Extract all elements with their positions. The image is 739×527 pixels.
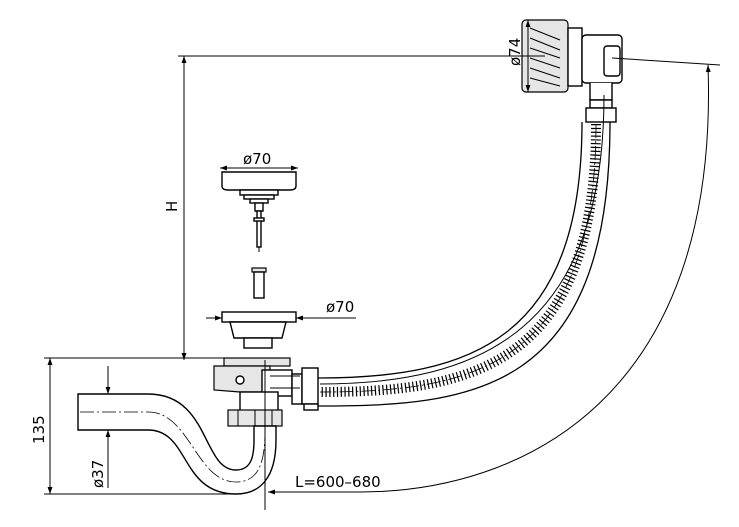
trap-body	[77, 357, 319, 495]
length-label: L=600–680	[295, 473, 381, 491]
plug-diameter-label: ø70	[243, 150, 271, 168]
dimension-height: H	[163, 56, 187, 360]
waste-diameter-label: ø70	[326, 298, 354, 316]
plug-assembly: ø70	[220, 150, 298, 299]
overflow-head	[521, 19, 623, 101]
waste-fitting: ø70	[206, 298, 356, 349]
trap-height-label: 135	[30, 415, 48, 444]
height-label: H	[163, 201, 181, 212]
pipe-diameter-label: ø37	[89, 460, 107, 488]
dimension-trap-height: 135	[30, 357, 236, 495]
overflow-diameter-label: ø74	[506, 38, 524, 66]
flexible-hose	[317, 94, 617, 407]
dimension-length: L=600–680	[264, 64, 711, 510]
dimension-pipe-diameter: ø37	[89, 366, 124, 488]
